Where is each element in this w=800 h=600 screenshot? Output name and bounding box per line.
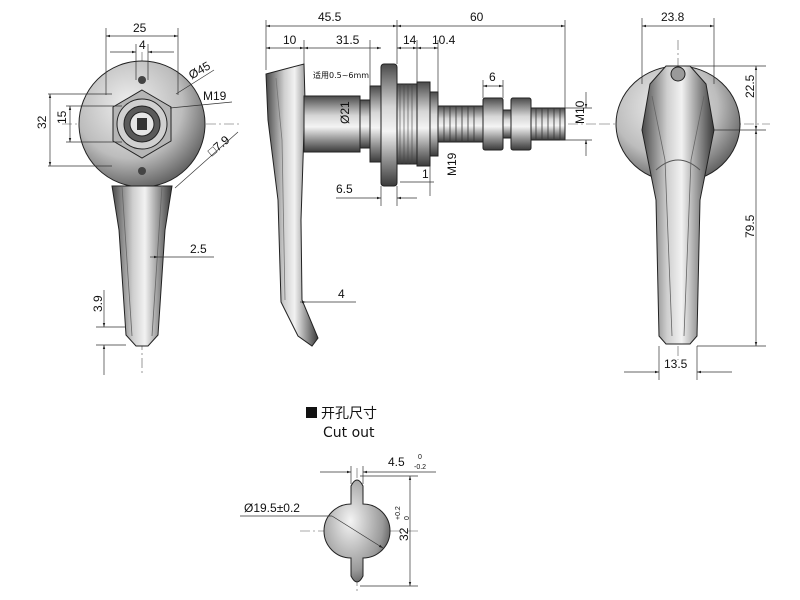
- cutout-section: 开孔尺寸 Cut out 4.5 0 -0.2 Ø19.5±0.2 32 +0.…: [240, 406, 436, 594]
- dim-front-width-25b: 2.5: [190, 242, 207, 256]
- cutout-title-cn: 开孔尺寸: [321, 406, 377, 422]
- dim-front-height-15: 15: [55, 110, 69, 124]
- side-flange: [380, 63, 398, 187]
- side-nut-m19: [416, 81, 431, 167]
- side-nut-m10-a: [482, 97, 504, 151]
- side-view: 45.5 60 10 31.5 14 10.4 6 M10 Ø21 适用0.5~…: [265, 10, 600, 347]
- back-view: 23.8 22.5 79.5 13.5: [600, 10, 770, 380]
- cutout-title-en: Cut out: [323, 425, 375, 441]
- dim-back-width-135: 13.5: [664, 357, 688, 371]
- dim-side-panel-note: 适用0.5~6mm: [313, 70, 369, 80]
- dim-front-height-39: 3.9: [91, 295, 105, 312]
- dim-back-height-225: 22.5: [743, 74, 757, 98]
- side-body: [303, 95, 361, 153]
- dim-side-seg-1: 1: [422, 167, 429, 181]
- dim-back-width-238: 23.8: [661, 10, 685, 24]
- dim-side-dia-21: Ø21: [338, 101, 352, 124]
- dim-side-seg-10: 10: [283, 33, 297, 47]
- cutout-bullet: [306, 407, 317, 418]
- dim-cutout-key-width: 4.5: [388, 455, 405, 469]
- dim-front-height-32: 32: [35, 115, 49, 129]
- dim-side-seg-14: 14: [403, 33, 417, 47]
- dim-side-seg-6: 6: [489, 70, 496, 84]
- dim-front-thread-m19: M19: [203, 89, 227, 103]
- dim-front-square-79: □7.9: [205, 133, 233, 159]
- dim-front-diameter-45: Ø45: [186, 58, 213, 82]
- dim-side-thread-m19: M19: [445, 152, 459, 176]
- dim-front-width-25: 25: [133, 21, 147, 35]
- side-handle: [265, 63, 319, 347]
- dim-cutout-height: 32: [397, 527, 411, 541]
- dim-side-seg-65: 6.5: [336, 182, 353, 196]
- dim-side-tip-4: 4: [338, 287, 345, 301]
- dim-side-total-455: 45.5: [318, 10, 342, 24]
- dim-cutout-height-tol-upper: +0.2: [395, 506, 402, 520]
- dim-cutout-diameter: Ø19.5±0.2: [244, 501, 300, 515]
- dim-side-seg-315: 31.5: [336, 33, 360, 47]
- dim-cutout-key-tol-lower: -0.2: [414, 464, 426, 471]
- dim-cutout-height-tol-lower: 0: [404, 516, 411, 520]
- dim-side-thread-m10: M10: [573, 100, 587, 124]
- back-lever: [641, 65, 715, 345]
- dim-cutout-key-tol-upper: 0: [418, 454, 422, 461]
- front-view: 25 4 Ø45 M19 □7.9 32 15 2.5 3.9: [35, 21, 240, 375]
- dim-side-total-60: 60: [470, 10, 484, 24]
- dim-front-width-4: 4: [139, 38, 146, 52]
- side-nut-m10-b: [510, 97, 532, 151]
- dim-side-seg-104: 10.4: [432, 33, 456, 47]
- front-lever: [111, 185, 173, 347]
- dim-back-height-795: 79.5: [743, 214, 757, 238]
- cutout-shape: [323, 479, 391, 583]
